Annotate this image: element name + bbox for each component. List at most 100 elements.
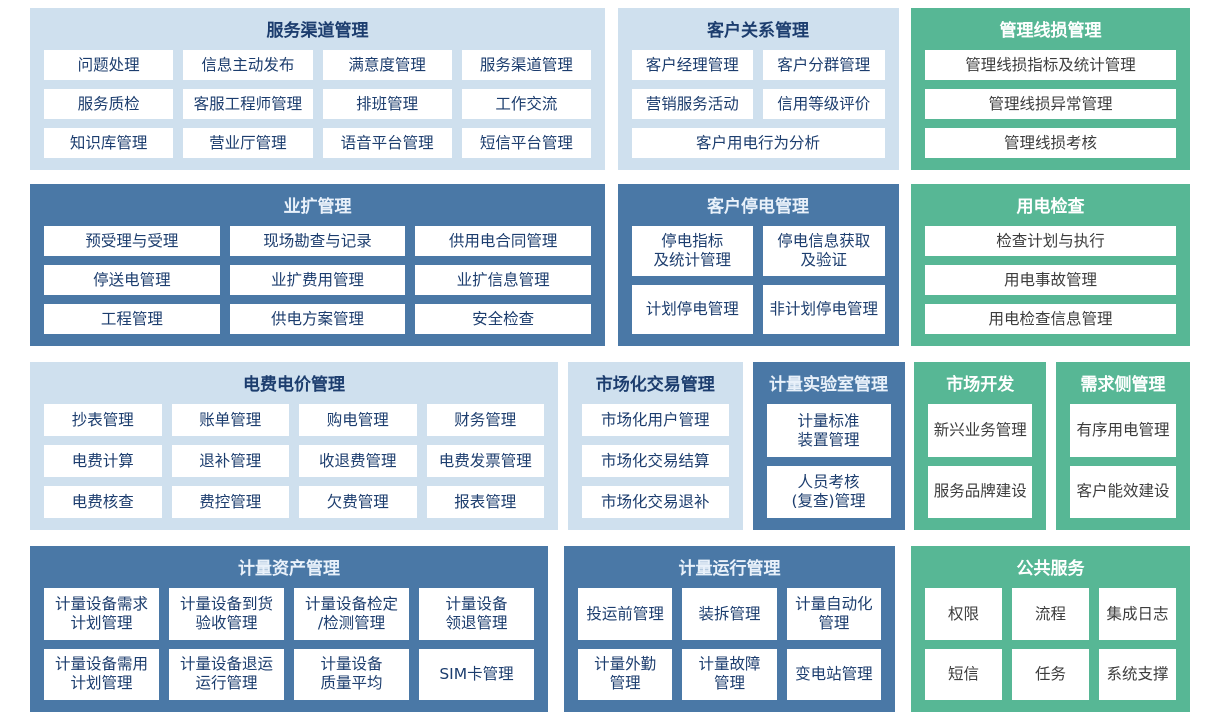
module-box: 新兴业务管理 <box>928 404 1033 457</box>
module-box: 变电站管理 <box>786 648 881 701</box>
panel-title-market-development: 市场开发 <box>946 375 1015 395</box>
panel-items: 问题处理信息主动发布满意度管理服务渠道管理服务质检客服工程师管理排班管理工作交流… <box>44 50 591 159</box>
module-box: 收退费管理 <box>299 445 417 478</box>
panel-title-power-usage-inspection: 用电检查 <box>1016 197 1085 217</box>
module-box: 供电方案管理 <box>229 304 406 335</box>
panel-items: 计量标准 装置管理人员考核 (复查)管理 <box>766 404 891 519</box>
module-box: 业扩信息管理 <box>415 265 592 296</box>
panel-market-trading-management: 市场化交易管理市场化用户管理市场化交易结算市场化交易退补 <box>567 362 743 530</box>
item-row: 短信任务系统支撑 <box>925 648 1176 701</box>
item-row: 计量外勤 管理计量故障 管理变电站管理 <box>578 648 881 701</box>
panel-service-channel-management: 服务渠道管理问题处理信息主动发布满意度管理服务渠道管理服务质检客服工程师管理排班… <box>30 8 605 170</box>
module-box: 计量故障 管理 <box>682 648 777 701</box>
module-box: 营销服务活动 <box>631 89 753 120</box>
module-box: 业扩费用管理 <box>229 265 406 296</box>
module-box: 抄表管理 <box>44 404 162 437</box>
item-row: 客户能效建设 <box>1070 465 1176 519</box>
panel-items: 检查计划与执行用电事故管理用电检查信息管理 <box>925 226 1176 335</box>
panel-items: 有序用电管理客户能效建设 <box>1070 404 1176 519</box>
module-box: 费控管理 <box>171 486 289 519</box>
module-box: 安全检查 <box>415 304 592 335</box>
panel-demand-side-management: 需求侧管理有序用电管理客户能效建设 <box>1056 362 1190 530</box>
module-box: 客户经理管理 <box>631 50 753 81</box>
item-row: 检查计划与执行 <box>925 226 1176 257</box>
item-row: 知识库管理营业厅管理语音平台管理短信平台管理 <box>44 128 591 159</box>
module-box: 排班管理 <box>322 89 452 120</box>
panel-title-customer-outage-management: 客户停电管理 <box>707 197 809 217</box>
module-box: 市场化用户管理 <box>581 404 729 437</box>
module-box: 流程 <box>1012 588 1089 640</box>
module-box: 电费计算 <box>44 445 162 478</box>
module-box: 账单管理 <box>171 404 289 437</box>
module-box: 管理线损考核 <box>925 128 1176 159</box>
panel-title-tariff-and-price-management: 电费电价管理 <box>243 375 345 395</box>
item-row: 客户用电行为分析 <box>631 128 885 159</box>
item-row: 用电事故管理 <box>925 265 1176 296</box>
item-row: 停电指标 及统计管理停电信息获取 及验证 <box>631 226 885 276</box>
module-box: 投运前管理 <box>578 588 673 640</box>
item-row: 客户经理管理客户分群管理 <box>631 50 885 81</box>
module-box: 客服工程师管理 <box>183 89 313 120</box>
module-box: 客户分群管理 <box>763 50 885 81</box>
diagram-row-3: 电费电价管理抄表管理账单管理购电管理财务管理电费计算退补管理收退费管理电费发票管… <box>30 362 1190 530</box>
panel-items: 新兴业务管理服务品牌建设 <box>928 404 1033 519</box>
panel-business-expansion-management: 业扩管理预受理与受理现场勘查与记录供用电合同管理停送电管理业扩费用管理业扩信息管… <box>30 184 605 346</box>
panel-metering-asset-management: 计量资产管理计量设备需求 计划管理计量设备到货 验收管理计量设备检定 /检测管理… <box>30 546 548 712</box>
module-box: 短信平台管理 <box>461 128 591 159</box>
module-box: 服务品牌建设 <box>928 465 1033 519</box>
module-box: 计量设备 领退管理 <box>419 588 534 640</box>
panel-title-metering-asset-management: 计量资产管理 <box>238 559 340 579</box>
module-box: 用电检查信息管理 <box>925 304 1176 335</box>
module-box: 计量设备检定 /检测管理 <box>294 588 409 640</box>
panel-title-line-loss-management: 管理线损管理 <box>999 21 1102 41</box>
item-row: 预受理与受理现场勘查与记录供用电合同管理 <box>44 226 592 257</box>
diagram-row-1: 服务渠道管理问题处理信息主动发布满意度管理服务渠道管理服务质检客服工程师管理排班… <box>30 8 1190 170</box>
item-row: 营销服务活动信用等级评价 <box>631 89 885 120</box>
module-box: 客户能效建设 <box>1070 465 1176 519</box>
module-box: 停送电管理 <box>44 265 220 296</box>
module-box: 系统支撑 <box>1099 648 1176 701</box>
item-row: 管理线损异常管理 <box>925 89 1176 120</box>
module-box: 工程管理 <box>44 304 220 335</box>
panel-customer-relationship-management: 客户关系管理客户经理管理客户分群管理营销服务活动信用等级评价客户用电行为分析 <box>617 8 899 170</box>
module-box: SIM卡管理 <box>419 648 534 701</box>
panel-power-usage-inspection: 用电检查检查计划与执行用电事故管理用电检查信息管理 <box>911 184 1190 346</box>
module-box: 检查计划与执行 <box>925 226 1176 257</box>
item-row: 计量标准 装置管理 <box>766 404 891 457</box>
panel-metering-lab-management: 计量实验室管理计量标准 装置管理人员考核 (复查)管理 <box>752 362 905 530</box>
module-box: 信用等级评价 <box>763 89 885 120</box>
module-box: 信息主动发布 <box>183 50 313 81</box>
module-box: 语音平台管理 <box>322 128 452 159</box>
panel-market-development: 市场开发新兴业务管理服务品牌建设 <box>914 362 1047 530</box>
panel-items: 抄表管理账单管理购电管理财务管理电费计算退补管理收退费管理电费发票管理电费核查费… <box>44 404 544 519</box>
item-row: 人员考核 (复查)管理 <box>766 465 891 519</box>
panel-title-customer-relationship-management: 客户关系管理 <box>707 21 809 41</box>
item-row: 电费核查费控管理欠费管理报表管理 <box>44 486 544 519</box>
module-box: 客户用电行为分析 <box>631 128 885 159</box>
item-row: 市场化用户管理 <box>581 404 729 437</box>
panel-title-demand-side-management: 需求侧管理 <box>1080 375 1166 395</box>
module-box: 购电管理 <box>299 404 417 437</box>
module-box: 停电信息获取 及验证 <box>763 226 885 276</box>
item-row: 管理线损指标及统计管理 <box>925 50 1176 81</box>
item-row: 电费计算退补管理收退费管理电费发票管理 <box>44 445 544 478</box>
module-box: 工作交流 <box>461 89 591 120</box>
panel-title-market-trading-management: 市场化交易管理 <box>595 375 715 395</box>
module-box: 管理线损指标及统计管理 <box>925 50 1176 81</box>
panel-tariff-and-price-management: 电费电价管理抄表管理账单管理购电管理财务管理电费计算退补管理收退费管理电费发票管… <box>30 362 558 530</box>
item-row: 工程管理供电方案管理安全检查 <box>44 304 592 335</box>
module-box: 计量设备退运 运行管理 <box>169 648 284 701</box>
item-row: 停送电管理业扩费用管理业扩信息管理 <box>44 265 592 296</box>
item-row: 问题处理信息主动发布满意度管理服务渠道管理 <box>44 50 591 81</box>
module-box: 电费核查 <box>44 486 162 519</box>
item-row: 市场化交易结算 <box>581 445 729 478</box>
module-box: 现场勘查与记录 <box>229 226 406 257</box>
module-box: 计量自动化 管理 <box>786 588 881 640</box>
item-row: 管理线损考核 <box>925 128 1176 159</box>
module-box: 集成日志 <box>1099 588 1176 640</box>
module-box: 退补管理 <box>171 445 289 478</box>
module-box: 停电指标 及统计管理 <box>631 226 753 276</box>
panel-items: 市场化用户管理市场化交易结算市场化交易退补 <box>581 404 729 519</box>
panel-title-business-expansion-management: 业扩管理 <box>283 197 352 217</box>
panel-public-services: 公共服务权限流程集成日志短信任务系统支撑 <box>911 546 1190 712</box>
